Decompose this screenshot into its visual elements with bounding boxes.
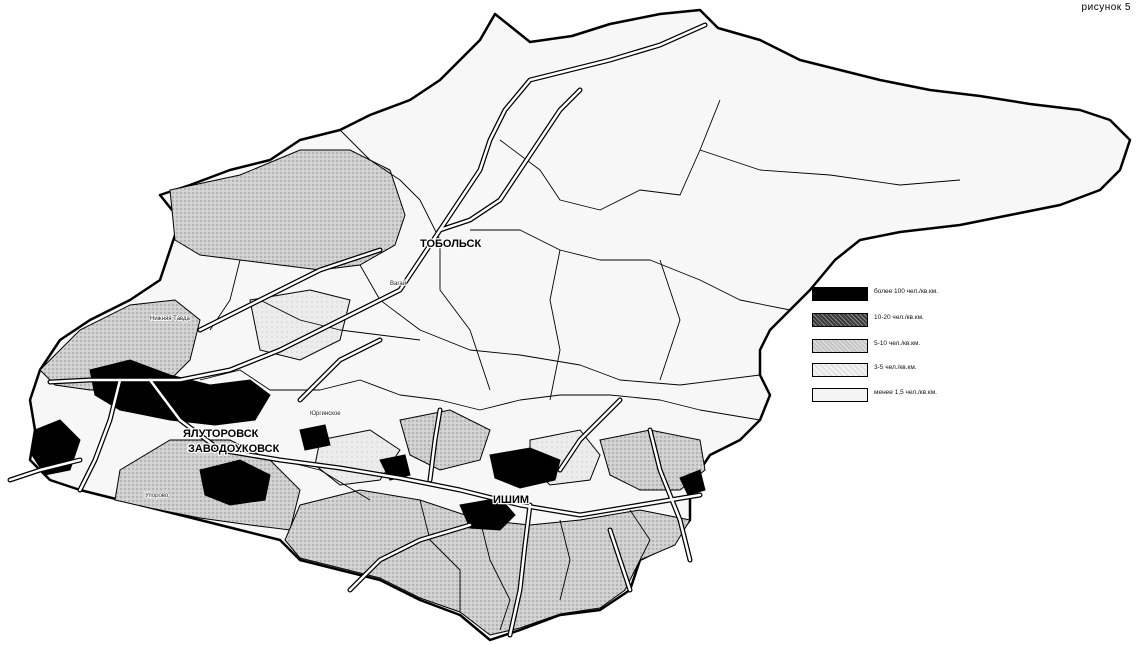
legend-item: менее 1,5 чел./кв.км. <box>812 388 1022 402</box>
town-label-vagai: Вагай <box>390 280 406 287</box>
legend-item: 3-5 чел./кв.км. <box>812 363 1022 377</box>
figure-caption: рисунок 5 <box>1081 2 1131 13</box>
city-label-ishim: ИШИМ <box>493 494 529 506</box>
rivers <box>7 22 708 638</box>
legend-swatch <box>812 388 868 402</box>
legend-label: 10-20 чел./кв.км. <box>874 314 924 321</box>
density-5-10-areas <box>39 149 706 636</box>
town-label-uporovo: Упорово <box>145 493 169 499</box>
legend-item: 10-20 чел./кв.км. <box>812 313 1022 327</box>
legend-swatch <box>812 339 868 353</box>
legend-label: более 100 чел./кв.км. <box>874 288 939 295</box>
city-label-tobolsk: ТОБОЛЬСК <box>420 238 481 250</box>
legend-item: более 100 чел./кв.км. <box>812 287 1022 301</box>
legend-label: менее 1,5 чел./кв.км. <box>874 389 937 396</box>
legend-label: 5-10 чел./кв.км. <box>874 340 921 347</box>
town-label-yurginskoe: Юргинское <box>310 411 341 417</box>
town-label-nizhnyaya-tavda: Нижняя Тавда <box>150 316 191 322</box>
city-label-zavodoukovsk: ЗАВОДОУКОВСК <box>188 443 280 455</box>
city-label-yalutorovsk: ЯЛУТОРОВСК <box>183 428 259 440</box>
legend-swatch <box>812 287 868 301</box>
legend-swatch <box>812 313 868 327</box>
legend-label: 3-5 чел./кв.км. <box>874 364 917 371</box>
district-borders <box>199 99 961 631</box>
legend-swatch <box>812 363 868 377</box>
legend-item: 5-10 чел./кв.км. <box>812 339 1022 353</box>
